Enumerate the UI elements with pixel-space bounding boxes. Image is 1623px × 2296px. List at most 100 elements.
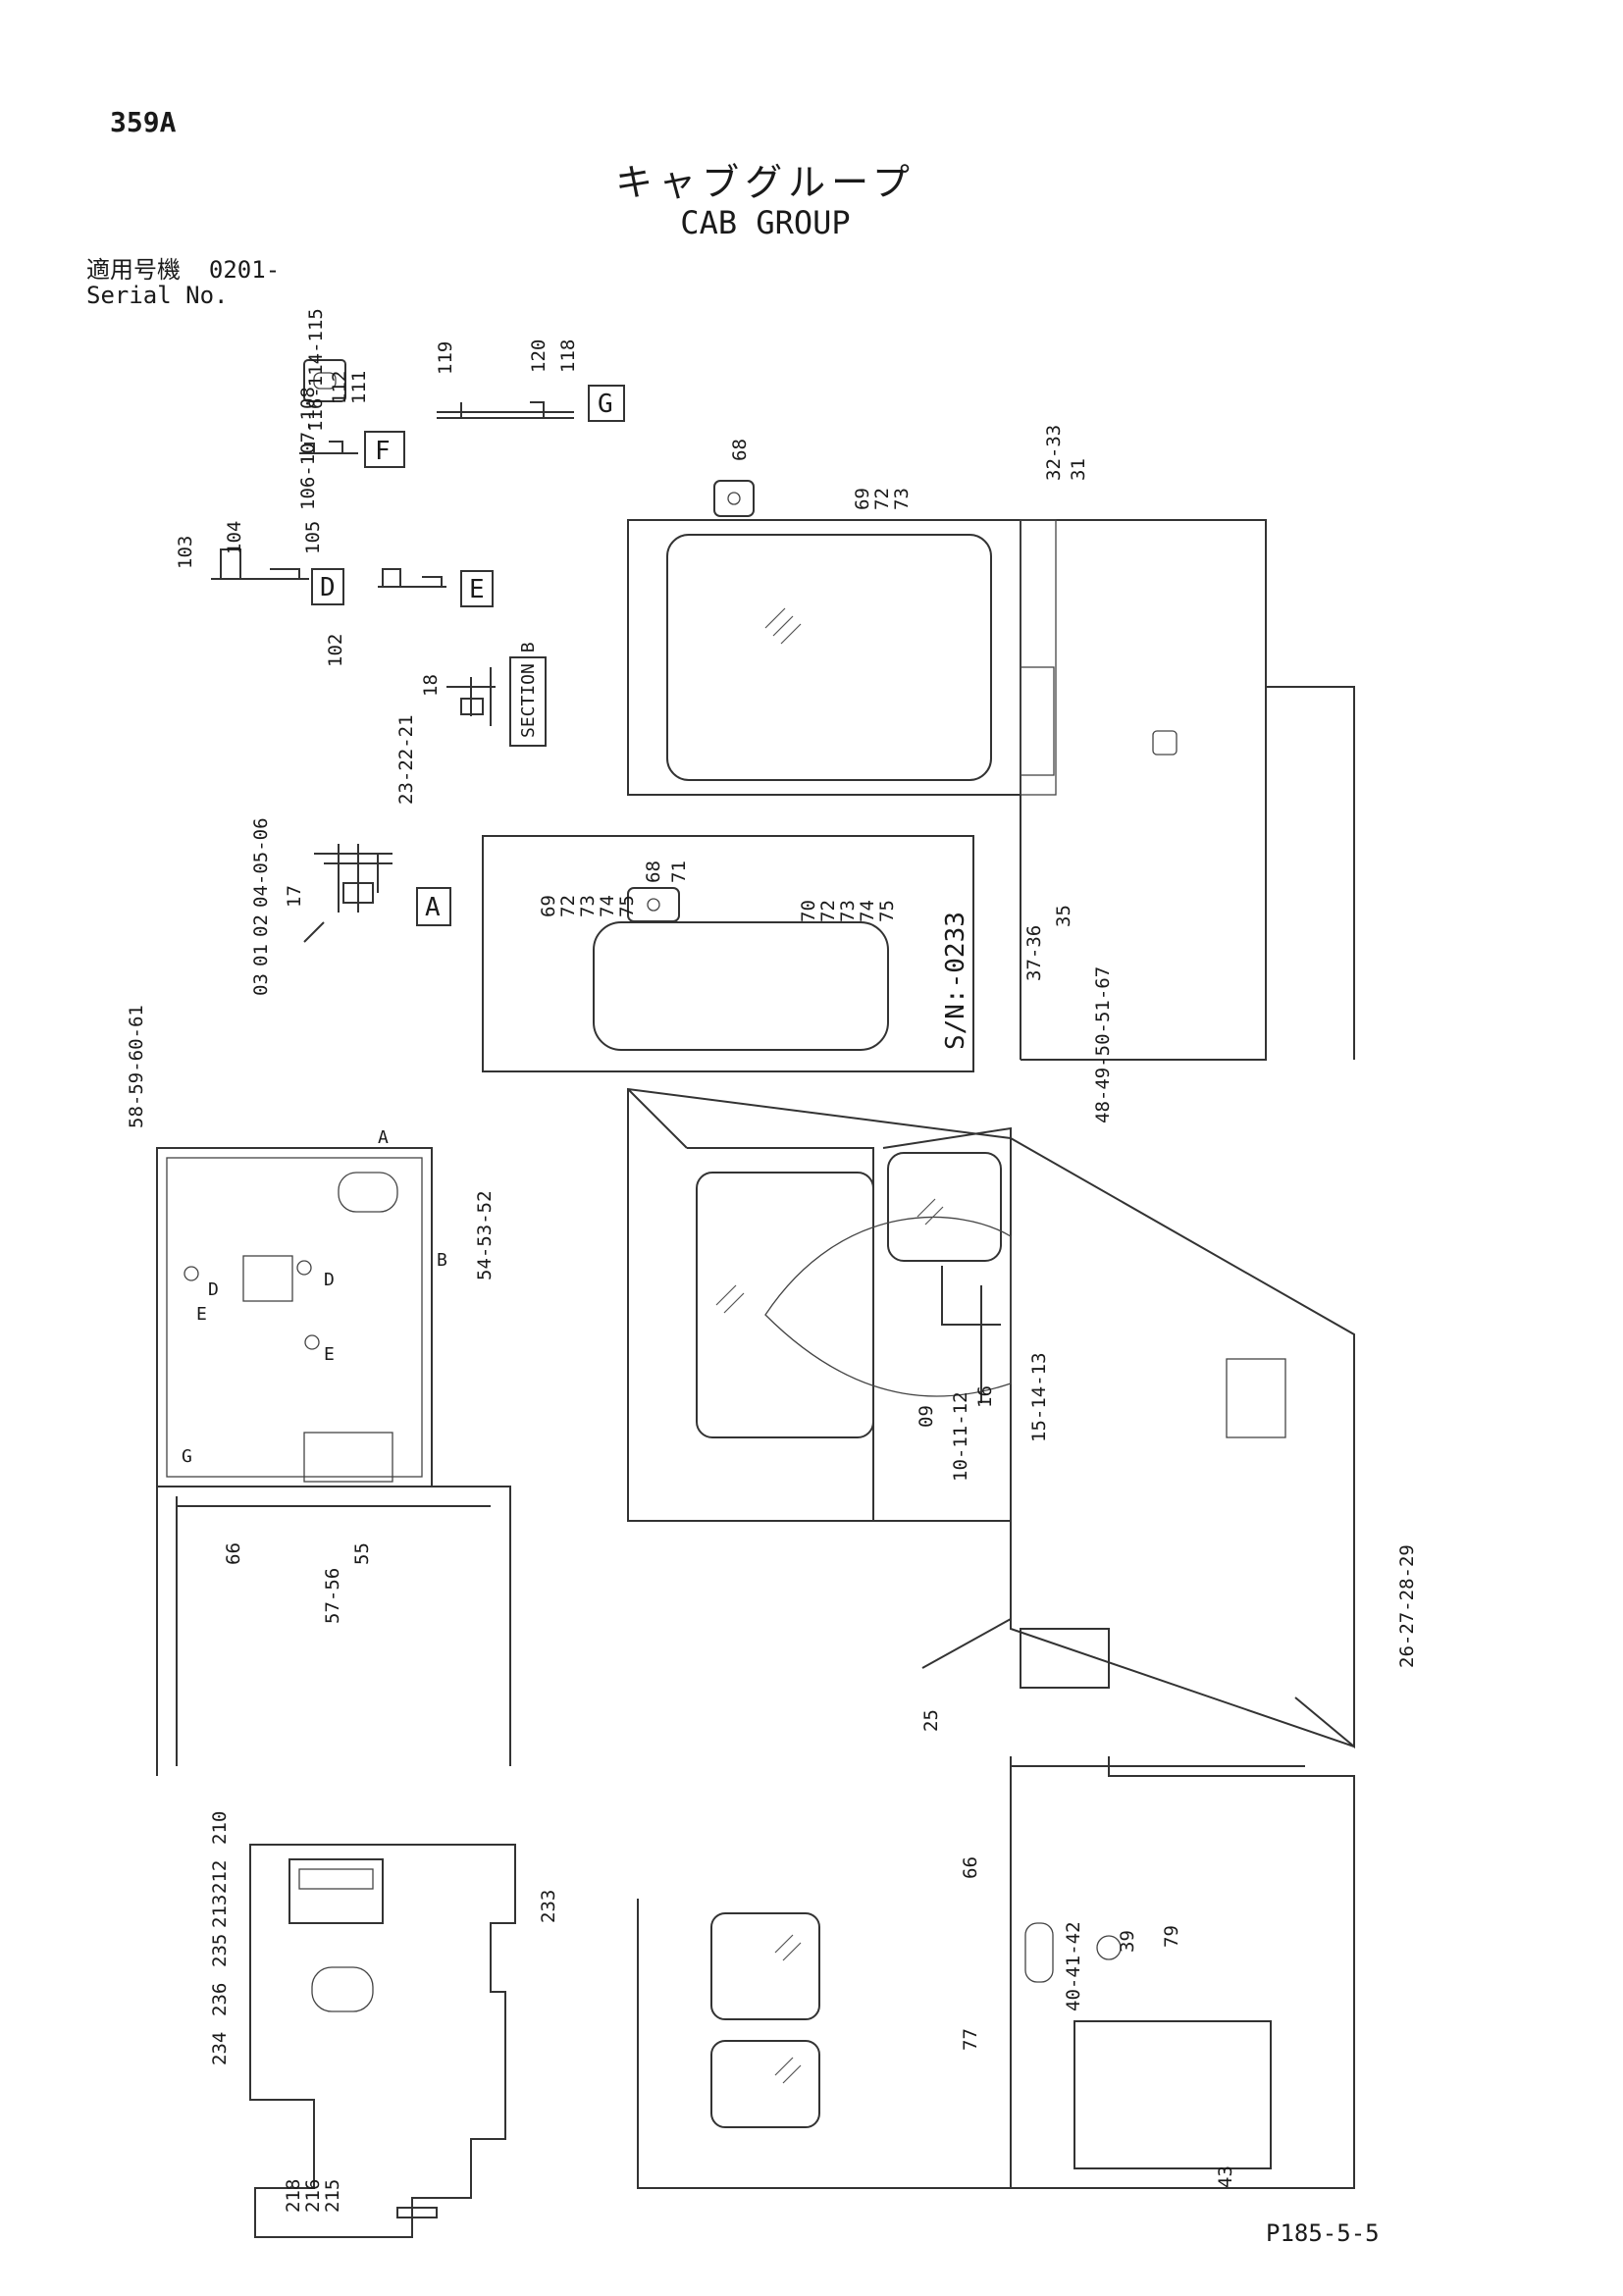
interior-bottom-bracket	[396, 2207, 438, 2218]
callout-102: 102	[325, 634, 346, 667]
view-mark-a: A	[378, 1127, 389, 1148]
front-base	[156, 1486, 511, 1776]
inset-callout-72: 72	[557, 895, 579, 917]
callout-58-59-60-61: 58-59-60-61	[126, 1005, 147, 1128]
view-mark-g: G	[182, 1446, 192, 1467]
door-outer-frame	[627, 519, 1021, 796]
callout-116-114-115: 116-114-115	[305, 308, 327, 432]
detail-g-strip	[437, 401, 574, 419]
serial-label-jp: 適用号機	[86, 256, 181, 284]
rear-window-upper	[710, 1912, 820, 2020]
front-view: A B D D E E G 58-59-60-61 54-53-52 66 57…	[126, 1005, 511, 1776]
detail-d-e: D E 106-107-108 105 104 103 102	[175, 387, 494, 667]
inset-callout-75b: 75	[876, 900, 898, 922]
door-handle	[713, 480, 755, 517]
control-lever	[941, 1266, 1001, 1403]
callout-04-05-06: 04-05-06	[250, 817, 272, 908]
callout-213: 213	[209, 1895, 231, 1928]
serial-line-1: 適用号機 0201-	[86, 257, 280, 283]
inset-callout-68: 68	[643, 861, 664, 883]
rear-window-lower	[710, 2040, 820, 2128]
callout-120: 120	[528, 339, 550, 373]
callout-32-33: 32-33	[1043, 425, 1065, 481]
footer-code: P185-5-5	[1266, 2219, 1380, 2247]
front-lower-box	[303, 1432, 393, 1483]
callout-55: 55	[351, 1542, 373, 1565]
callout-48-49-50-51-67: 48-49-50-51-67	[1092, 966, 1114, 1123]
interior-panel-outline	[249, 1844, 516, 2238]
title-japanese: キャブグループ	[615, 161, 916, 204]
page-number: 359A	[110, 106, 177, 138]
callout-15-14-13: 15-14-13	[1028, 1352, 1050, 1442]
rear-glass-hatches	[774, 1934, 802, 2084]
view-mark-d2: D	[324, 1270, 335, 1290]
callout-37-36: 37-36	[1023, 925, 1045, 981]
rear-access-panel	[1073, 2020, 1272, 2169]
side-trim-window	[1020, 666, 1055, 776]
callout-106-107-108: 106-107-108	[297, 387, 319, 510]
inset-frame	[482, 835, 974, 1072]
hole-d-left	[183, 1266, 199, 1281]
callout-16: 16	[974, 1385, 996, 1408]
callout-234: 234	[209, 2032, 231, 2065]
inset-callout-73b: 73	[837, 900, 859, 922]
callout-39: 39	[1117, 1930, 1138, 1953]
callout-111: 111	[348, 371, 370, 404]
inset-callout-70: 70	[798, 900, 819, 922]
glass-hatches	[715, 1198, 944, 1314]
callout-68: 68	[729, 439, 751, 461]
callout-215: 215	[322, 2179, 343, 2213]
callout-17: 17	[284, 885, 305, 908]
callout-235: 235	[209, 1934, 231, 1967]
callout-40-41-42: 40-41-42	[1063, 1921, 1084, 2011]
seat-cutaway	[764, 1216, 1012, 1397]
callout-66-front: 66	[223, 1542, 244, 1565]
detail-e-bracket	[378, 568, 446, 588]
cab-side-edges	[1020, 520, 1355, 1060]
interior-panel: 210 212 213 235 236 234 233 218 216 215	[209, 1811, 559, 2238]
callout-35: 35	[1053, 905, 1074, 927]
callout-25: 25	[920, 1709, 942, 1732]
inset-callout-69: 69	[538, 895, 559, 917]
view-mark-d1: D	[208, 1279, 219, 1300]
callout-09: 09	[916, 1405, 937, 1428]
callout-233: 233	[538, 1890, 559, 1923]
detail-a: A 17 04-05-06 03 01 02	[250, 817, 451, 996]
rear-view: 66 40-41-42 79 39 77 43	[637, 1756, 1355, 2189]
callout-01: 01	[250, 944, 272, 966]
side-trim-strip	[1020, 519, 1057, 796]
callout-10-11-12: 10-11-12	[950, 1391, 971, 1482]
callout-77: 77	[960, 2028, 981, 2051]
serial-value: 0201-	[208, 256, 281, 284]
cab-rear-body	[1010, 1137, 1355, 1749]
callout-236: 236	[209, 1983, 231, 2016]
side-window-front	[696, 1172, 874, 1438]
switch-row	[298, 1868, 374, 1890]
callout-118: 118	[557, 339, 579, 373]
section-b-tag: SECTION B	[518, 642, 539, 738]
inset-door-window	[593, 921, 889, 1051]
side-view: 48-49-50-51-67 09 10-11-12 16 15-14-13 2…	[627, 966, 1418, 1749]
serial-label-en: Serial No.	[86, 282, 229, 309]
rear-grommet-79	[1096, 1935, 1122, 1960]
callout-31: 31	[1068, 458, 1089, 481]
detail-f-bracket	[299, 441, 358, 454]
inset-handle	[627, 887, 680, 922]
cab-side-panel	[1021, 519, 1267, 1061]
callout-54-53-52: 54-53-52	[474, 1190, 496, 1280]
section-b-tag-box	[509, 656, 547, 747]
detail-a-hinge	[303, 844, 393, 943]
door-view-top: 68 69 72 73 32-33 31 37-36 35	[627, 425, 1355, 1061]
callout-69: 69	[852, 488, 873, 510]
view-mark-b: B	[437, 1250, 447, 1271]
rear-door-handle	[1024, 1922, 1054, 1983]
callout-26-27-28-29: 26-27-28-29	[1396, 1544, 1418, 1668]
rear-outline	[637, 1756, 1355, 2189]
detail-f-tag: F	[375, 437, 391, 466]
detail-f-tag-box	[364, 431, 405, 468]
control-switch-panel	[288, 1858, 384, 1924]
inset-callout-72b: 72	[817, 900, 839, 922]
inset-callout-75: 75	[616, 895, 638, 917]
detail-g-tag: G	[598, 390, 613, 419]
